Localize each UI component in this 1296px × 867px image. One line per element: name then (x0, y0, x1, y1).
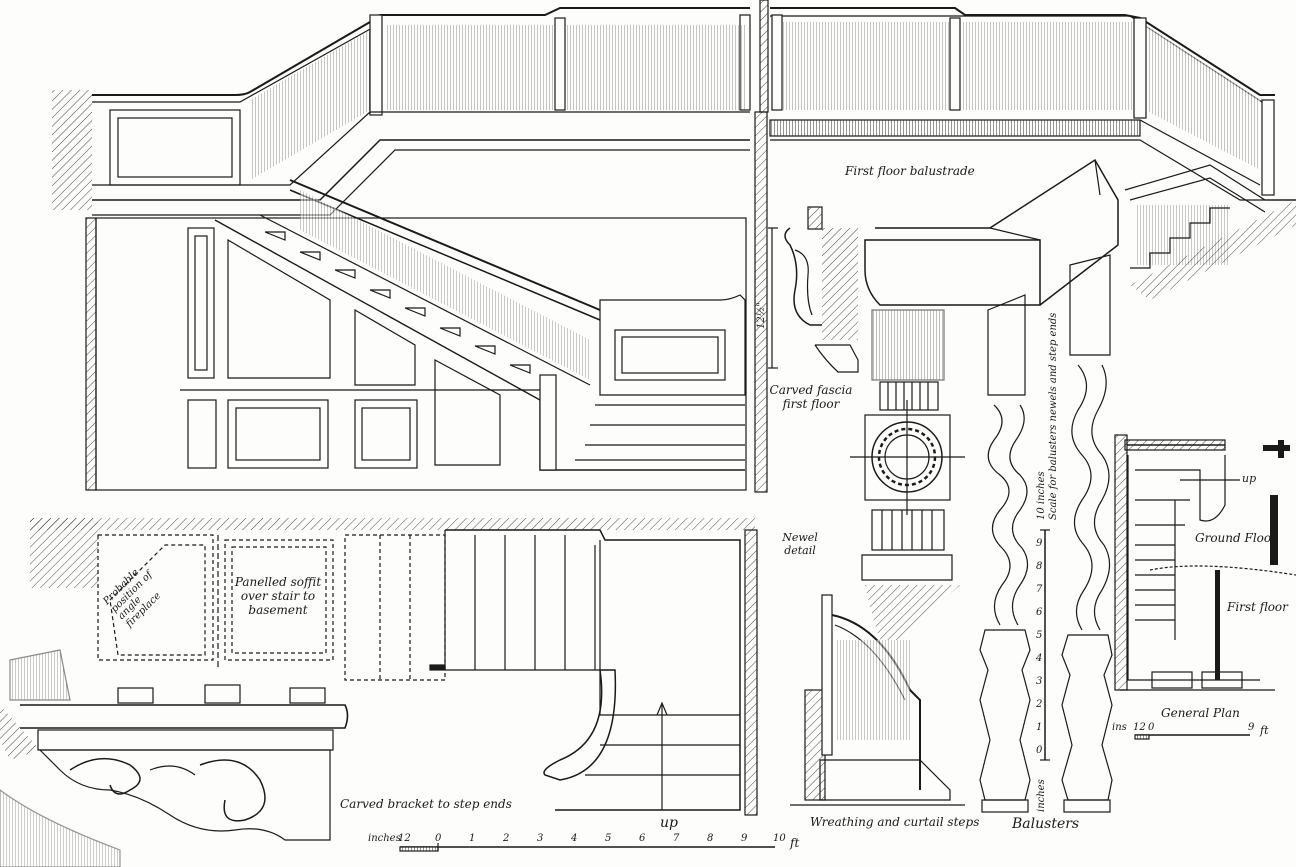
plan-scale-tick: 12 (1133, 722, 1146, 733)
main-scale-tick: 10 (773, 833, 786, 844)
carved-bracket-label: Carved bracket to step ends (340, 797, 512, 811)
vertical-scale-tick: 3 (1036, 676, 1043, 687)
panelled-soffit-line2: over stair to (240, 589, 316, 603)
vertical-scale-tick: 6 (1036, 607, 1043, 618)
plan-scale-tick: 9 (1248, 722, 1255, 733)
panelled-soffit-label: Panelled soffit over stair to basement (228, 575, 328, 617)
main-scale-tick: 0 (435, 833, 442, 844)
vertical-scale-tick: 8 (1036, 561, 1043, 572)
first-floor-label: First floor (1227, 600, 1288, 614)
up-label-main: up (660, 815, 678, 831)
vertical-scale-tick: 0 (1036, 745, 1043, 756)
vertical-scale-tick: 7 (1036, 584, 1043, 595)
first-floor-balustrade (759, 0, 1296, 300)
panelled-soffit-line1: Panelled soffit (234, 575, 322, 589)
main-scale-tick: 3 (537, 833, 544, 844)
plan-scale-bar (1134, 734, 1250, 740)
newel-detail-label: Newel detail (775, 531, 825, 557)
balusters-scale-note: Scale for balusters newels and step ends (1048, 312, 1059, 520)
plan-scale-tick: 0 (1148, 722, 1155, 733)
plan-scale-unit-right: ft (1260, 724, 1269, 737)
main-scale-bar (399, 843, 775, 852)
balusters (979, 254, 1113, 813)
main-scale-tick: 6 (639, 833, 646, 844)
general-plan-label: General Plan (1161, 706, 1240, 720)
vertical-scale-tick: 2 (1036, 699, 1043, 710)
carved-fascia-label-line1: Carved fascia (769, 383, 853, 397)
fascia-dimension: 12½" (756, 301, 768, 330)
up-label-plan: up (1242, 472, 1257, 485)
wreathing-label: Wreathing and curtail steps (810, 815, 980, 829)
wreathing-steps (790, 594, 965, 806)
main-scale-tick: 4 (571, 833, 578, 844)
vertical-scale-tick: 1 (1036, 722, 1043, 733)
main-scale-tick: 5 (605, 833, 612, 844)
first-floor-balustrade-label: First floor balustrade (845, 164, 975, 178)
vertical-scale-tick: 4 (1036, 653, 1043, 664)
vertical-scale-bottom-unit: inches (1036, 779, 1047, 812)
vertical-scale-tick: 5 (1036, 630, 1043, 641)
main-scale-tick: 2 (503, 833, 510, 844)
main-scale-unit-left: inches (368, 833, 401, 844)
ground-floor-label: Ground Floor (1195, 531, 1277, 545)
panelled-soffit-line3: basement (248, 603, 308, 617)
main-scale-unit-right: ft (790, 836, 800, 850)
general-plan (1114, 434, 1296, 691)
carved-fascia-label-line2: first floor (782, 397, 840, 411)
carved-fascia-label: Carved fascia first floor (766, 383, 856, 411)
newel-detail (850, 158, 1119, 640)
vertical-scale-tick: 9 (1036, 538, 1043, 549)
stair-plan (30, 518, 758, 816)
main-scale-tick: 7 (673, 833, 680, 844)
main-scale-tick: 8 (707, 833, 714, 844)
main-scale-tick: 1 (469, 833, 476, 844)
carved-fascia-detail (768, 206, 859, 373)
newel-detail-label-line1: Newel (782, 531, 818, 544)
main-scale-tick: 9 (741, 833, 748, 844)
vertical-scale-top-unit: 10 inches (1036, 471, 1047, 520)
newel-detail-label-line2: detail (784, 544, 816, 557)
balusters-label: Balusters (1012, 816, 1080, 832)
plan-scale-unit-left: ins (1112, 722, 1127, 733)
main-scale-tick: 12 (398, 833, 411, 844)
stair-elevation (52, 7, 768, 493)
carved-bracket (0, 649, 349, 867)
